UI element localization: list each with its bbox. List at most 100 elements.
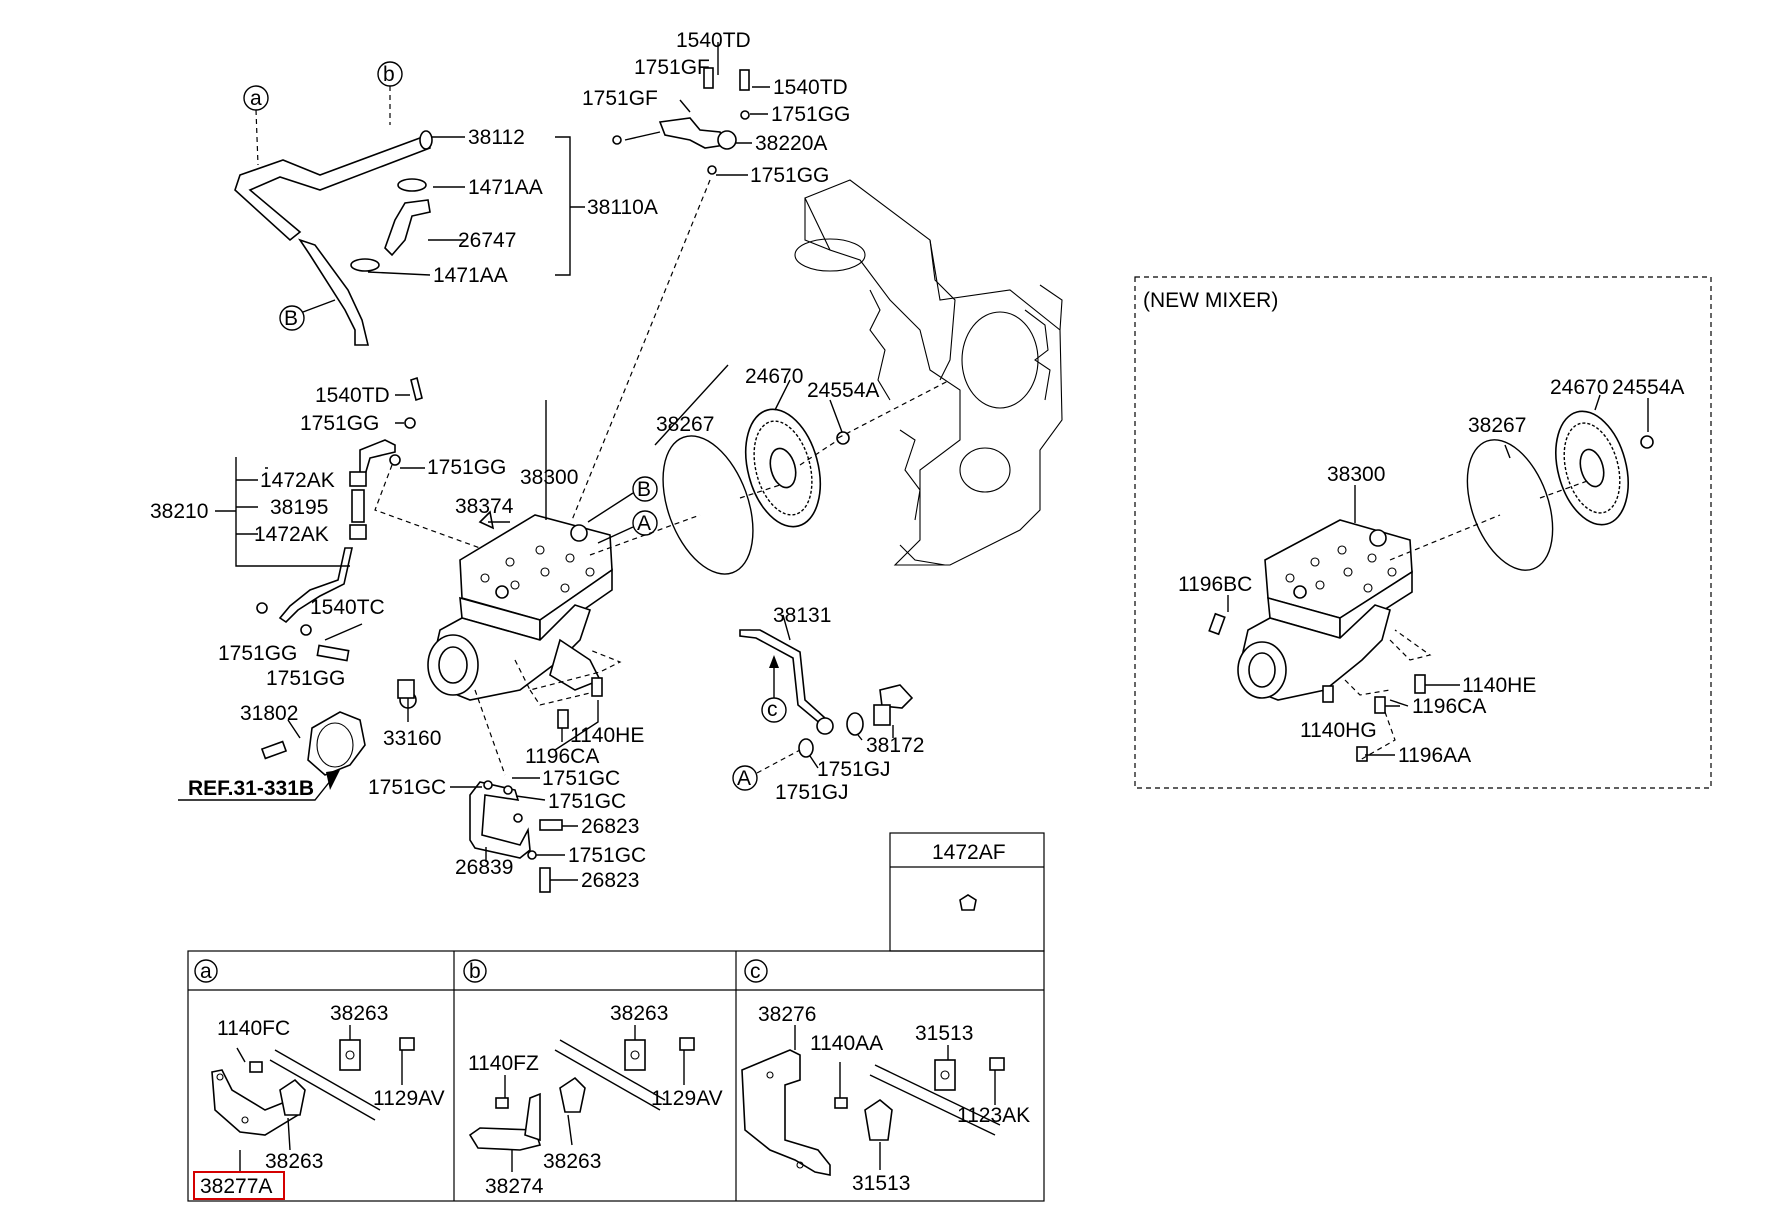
left-pipe-dash: [374, 464, 481, 549]
new-mixer-title: (NEW MIXER): [1143, 289, 1278, 312]
callout-leaders: [587, 492, 634, 544]
clamp-icon: [959, 894, 977, 911]
part-1540TD-right: 1540TD: [773, 76, 848, 99]
part-33160-shape: [397, 679, 415, 699]
part-38110A: 38110A: [587, 196, 658, 219]
part-1751GJ-2: 1751GJ: [775, 781, 849, 804]
part-1751GC-2: 1751GC: [542, 767, 620, 790]
part-1751GG-left-3: 1751GG: [218, 642, 297, 665]
part-38131: 38131: [773, 604, 831, 627]
left-pipe-bracket: [215, 457, 350, 567]
box-1472AF: 1472AF: [889, 832, 1045, 952]
mixer-part-1196AA: 1196AA: [1398, 744, 1471, 767]
part-26823-1: 26823: [581, 815, 639, 838]
bolt-dash-box: [514, 649, 622, 706]
panel-c-letter: c: [750, 960, 761, 983]
part-1540TD-top: 1540TD: [676, 29, 751, 52]
panel-c-part-1123AK: 1123AK: [957, 1104, 1030, 1127]
panel-a-letter: a: [200, 960, 212, 983]
panel-b: b: [463, 959, 695, 1172]
compressor-main: [399, 510, 613, 729]
new-mixer-box: [1134, 276, 1712, 789]
bottom-panels: [187, 950, 1045, 1202]
engine-block: [794, 179, 1063, 566]
part-31802: 31802: [240, 702, 298, 725]
ref-arrow-icon: [326, 770, 340, 790]
mixer-part-38267: 38267: [1468, 414, 1526, 437]
part-1751GC-1: 1751GC: [368, 776, 446, 799]
compressor-callout-B: B: [637, 478, 651, 501]
mixer-part-24554A: 24554A: [1612, 376, 1684, 399]
gasket-38267: [662, 435, 754, 575]
part-1140HE: 1140HE: [570, 724, 644, 747]
part-1540TC: 1540TC: [310, 596, 385, 619]
new-mixer-compressor: [1208, 394, 1654, 762]
mixer-part-38300: 38300: [1327, 463, 1385, 486]
hose-callout-a: a: [243, 85, 269, 166]
box-1472AF-title: 1472AF: [932, 841, 1006, 864]
gear-24670: [744, 408, 850, 528]
part-38267: 38267: [656, 413, 714, 436]
left-pipe: [256, 376, 425, 662]
fitting-dash-line: [571, 179, 711, 521]
coupling-31802: [260, 711, 366, 776]
highlight-box: [193, 1171, 285, 1200]
panel-a-part-1129AV: 1129AV: [373, 1087, 445, 1110]
compressor-lower-leaders: [407, 698, 599, 751]
panel-a-part-38263-bottom: 38263: [265, 1150, 323, 1173]
panel-b-part-38274: 38274: [485, 1175, 544, 1198]
part-24554A: 24554A: [807, 379, 879, 402]
mixer-part-1140HG: 1140HG: [1300, 719, 1377, 742]
part-1751GJ-1: 1751GJ: [817, 758, 891, 781]
panel-a-part-1140FC: 1140FC: [217, 1017, 290, 1040]
part-26839: 26839: [455, 856, 513, 879]
panel-c: c: [741, 959, 1005, 1176]
callout-A2-dash: [756, 749, 801, 774]
mixer-part-24670: 24670: [1550, 376, 1608, 399]
part-33160: 33160: [383, 727, 441, 750]
ref-31-331B: REF.31-331B: [188, 777, 314, 800]
part-1471AA-upper: 1471AA: [468, 176, 543, 199]
part-1196CA: 1196CA: [525, 745, 599, 768]
part-38195: 38195: [270, 496, 328, 519]
panel-c-part-31513-top: 31513: [915, 1022, 973, 1045]
panel-a-part-38263-top: 38263: [330, 1002, 388, 1025]
hose-leaders: [367, 136, 585, 276]
panel-c-part-31513-bottom: 31513: [852, 1172, 910, 1195]
callout-A2-circle: [732, 765, 758, 791]
part-1472AK-upper: 1472AK: [260, 469, 335, 492]
part-1471AA-lower: 1471AA: [433, 264, 508, 287]
hose-callout-b: b: [377, 61, 403, 125]
pipe-callout-A: A: [737, 767, 751, 790]
part-38112: 38112: [468, 126, 525, 149]
lower-pipe: [450, 689, 578, 893]
part-1751GG-left-1: 1751GG: [300, 412, 379, 435]
part-38172: 38172: [866, 734, 924, 757]
part-1751GG-top-2: 1751GG: [750, 164, 829, 187]
part-1540TD-left: 1540TD: [315, 384, 390, 407]
part-26823-2: 26823: [581, 869, 639, 892]
part-1751GG-top-1: 1751GG: [771, 103, 850, 126]
part-38300: 38300: [520, 466, 578, 489]
compressor-leaders: [488, 364, 843, 523]
air-hose: [234, 130, 433, 346]
callout-A-circle: [632, 510, 658, 536]
mixer-part-1140HE: 1140HE: [1462, 674, 1536, 697]
arrow-up-icon: [769, 655, 779, 668]
top-fitting: [612, 42, 770, 176]
mixer-part-1196CA: 1196CA: [1412, 695, 1486, 718]
part-1751GG-left-4: 1751GG: [266, 667, 345, 690]
panel-c-part-38276: 38276: [758, 1003, 816, 1026]
callout-B-circle: [632, 476, 658, 502]
hose-callout-B: B: [279, 299, 336, 331]
part-1751GC-4: 1751GC: [568, 844, 646, 867]
pipe-callout-c: c: [767, 698, 778, 721]
panel-b-part-38263-top: 38263: [610, 1002, 668, 1025]
panel-b-part-1140FZ: 1140FZ: [468, 1052, 539, 1075]
panel-a: a: [194, 959, 415, 1172]
part-1751GC-3: 1751GC: [548, 790, 626, 813]
panel-b-part-1129AV: 1129AV: [651, 1087, 723, 1110]
part-38220A: 38220A: [755, 132, 827, 155]
callout-b-label: b: [383, 63, 395, 86]
